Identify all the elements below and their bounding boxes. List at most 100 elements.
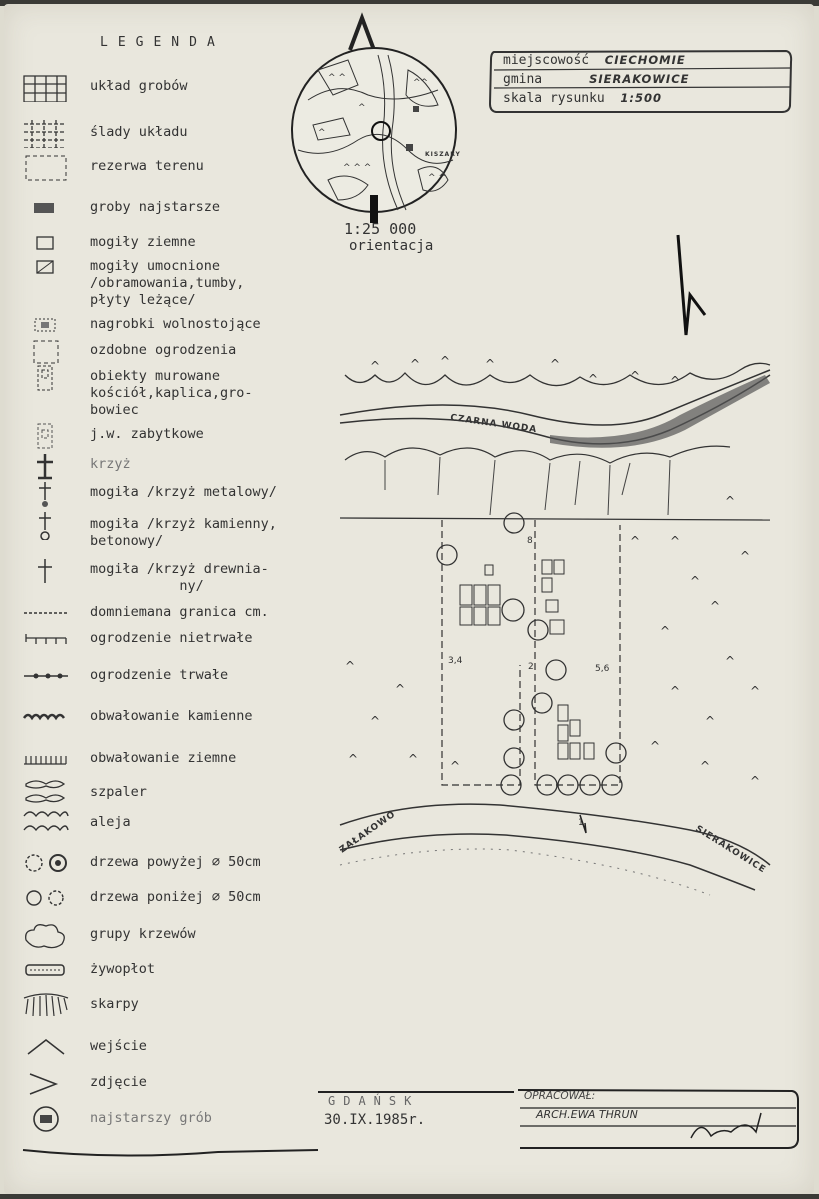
road-south-edge: [339, 833, 756, 891]
inset-map-lines: [297, 54, 454, 211]
orientation-scale: 1:25 000: [344, 220, 417, 238]
earth-embankment-icon: [20, 744, 72, 774]
svg-text:^: ^: [440, 354, 450, 368]
inset-place-label: KISZARY: [425, 151, 461, 158]
legend-label: j.w. zabytkowe: [90, 426, 204, 442]
north-arrow-small: [348, 12, 376, 51]
legend-label: krzyż: [90, 456, 131, 472]
legend-label: obwałowanie kamienne: [90, 708, 253, 724]
inset-building: [406, 144, 413, 151]
info-box: miejscowość CIECHOMIE gmina SIERAKOWICE …: [486, 48, 794, 114]
legend-label: najstarszy grób: [90, 1110, 212, 1126]
wooden-cross-icon: [20, 555, 72, 585]
reinforced-grave-icon: [20, 252, 72, 282]
photo-arrow: [579, 814, 587, 834]
trees: [436, 512, 627, 796]
legend-label: rezerwa terenu: [90, 158, 204, 174]
author-frame: [517, 1089, 799, 1149]
earth-grave-icon: [20, 228, 72, 258]
large-tree-icon: [20, 848, 72, 878]
svg-text:^: ^: [660, 624, 670, 638]
inset-circle: [291, 47, 457, 213]
author-name: ARCH.EWA THRUN: [536, 1108, 638, 1121]
footer-line: [22, 1149, 319, 1157]
legend-label: ogrodzenie trwałe: [90, 667, 229, 683]
legend-label: ozdobne ogrodzenia: [90, 342, 237, 358]
legend-label: szpaler: [90, 784, 147, 800]
stone-embankment-icon: [20, 702, 72, 732]
inset-building: [413, 106, 419, 112]
orientation-inset: ^ ^^ ^ ^^^ ^^ ^^ KISZARY: [291, 12, 461, 223]
svg-text:^: ^: [395, 682, 405, 696]
north-arrow: [676, 234, 707, 336]
orientation-label: orientacja: [349, 238, 434, 254]
grid-icon: [20, 72, 72, 103]
legend-label: skarpy: [90, 996, 139, 1012]
permanent-fence-icon: [20, 661, 72, 691]
info-box-frame: [488, 49, 793, 113]
svg-text:^ ^ ^: ^ ^ ^: [343, 163, 371, 173]
prepared-label: OPRACOWAŁ:: [524, 1090, 596, 1102]
svg-text:^: ^: [345, 659, 355, 673]
legend-label: żywopłot: [90, 961, 156, 977]
svg-text:^: ^: [670, 374, 680, 388]
svg-text:^: ^: [630, 369, 640, 383]
site-map: CZARNA WODA ^^^^ ^^^^ ^^^^ ^^^^ ^^^^ ^^^…: [338, 234, 771, 896]
legend-title: LEGENDA: [100, 35, 225, 50]
tree-row-icon: [20, 778, 72, 808]
commune-value: SIERAKOWICE: [589, 72, 690, 86]
river-bank-north: [339, 369, 771, 426]
decorative-fence-icon: [20, 336, 72, 366]
alley-icon: [20, 808, 72, 838]
scan-edge-top: [0, 0, 819, 6]
historic-building-icon: [20, 420, 72, 450]
inset-location-circle: [371, 121, 391, 141]
legend-label: domniemana granica cm.: [90, 604, 269, 620]
entrance-icon: [20, 1032, 72, 1062]
svg-text:^: ^: [650, 739, 660, 753]
cemetery-boundary: [441, 520, 621, 786]
legend-label: mogiła /krzyż kamienny, betonowy/: [90, 516, 277, 549]
svg-text:^: ^: [408, 752, 418, 766]
svg-text:^: ^: [705, 714, 715, 728]
metal-cross-icon: [20, 478, 72, 508]
svg-text:^: ^: [630, 534, 640, 548]
legend-label: wejście: [90, 1038, 147, 1054]
legend-label: obwałowanie ziemne: [90, 750, 237, 766]
stone-cross-icon: [20, 510, 72, 541]
road-right-label: SIERAKOWICE: [693, 824, 767, 875]
svg-text:^: ^: [670, 684, 680, 698]
svg-text:^: ^: [690, 574, 700, 588]
dashed-grid-icon: [20, 118, 72, 149]
legend-label: grupy krzewów: [90, 926, 196, 942]
svg-text:^: ^: [710, 599, 720, 613]
svg-text:^: ^: [670, 534, 680, 548]
map-number: 8: [527, 536, 533, 546]
legend-label: drzewa poniżej ∅ 50cm: [90, 889, 261, 905]
map-number: 5,6: [595, 664, 610, 674]
legend-label: mogiły ziemne: [90, 234, 196, 250]
legend-label: obiekty murowane kościół,kaplica,gro- bo…: [90, 368, 253, 418]
commune-label: gmina: [503, 72, 543, 87]
svg-text:^: ^: [725, 494, 735, 508]
tree-marks: ^^^^ ^^^^ ^^^^ ^^^^ ^^^^ ^^^^ ^^^^: [345, 354, 760, 788]
svg-text:^: ^: [450, 759, 460, 773]
map-number: 1: [578, 818, 584, 828]
small-tree-icon: [20, 883, 72, 913]
svg-text:^: ^: [370, 714, 380, 728]
scale-row: skala rysunku 1:500: [503, 91, 662, 106]
legend-label: mogiła /krzyż metalowy/: [90, 484, 277, 500]
scale-bar: [370, 195, 378, 223]
commune-row: gmina SIERAKOWICE: [503, 72, 690, 87]
freestanding-tombstone-icon: [20, 310, 72, 340]
place-value: CIECHOMIE: [604, 53, 686, 67]
legend-label: mogiła /krzyż drewnia- ny/: [90, 561, 269, 594]
cross-icon: [20, 450, 72, 480]
road-verge: [339, 848, 711, 896]
svg-text:^: ^: [348, 752, 358, 766]
svg-text:^: ^: [588, 372, 598, 386]
legend-label: ogrodzenie nietrwałe: [90, 630, 253, 646]
scarp-hatch: [384, 456, 671, 516]
svg-text:^: ^: [550, 357, 560, 371]
svg-text:^ ^: ^ ^: [428, 173, 446, 183]
